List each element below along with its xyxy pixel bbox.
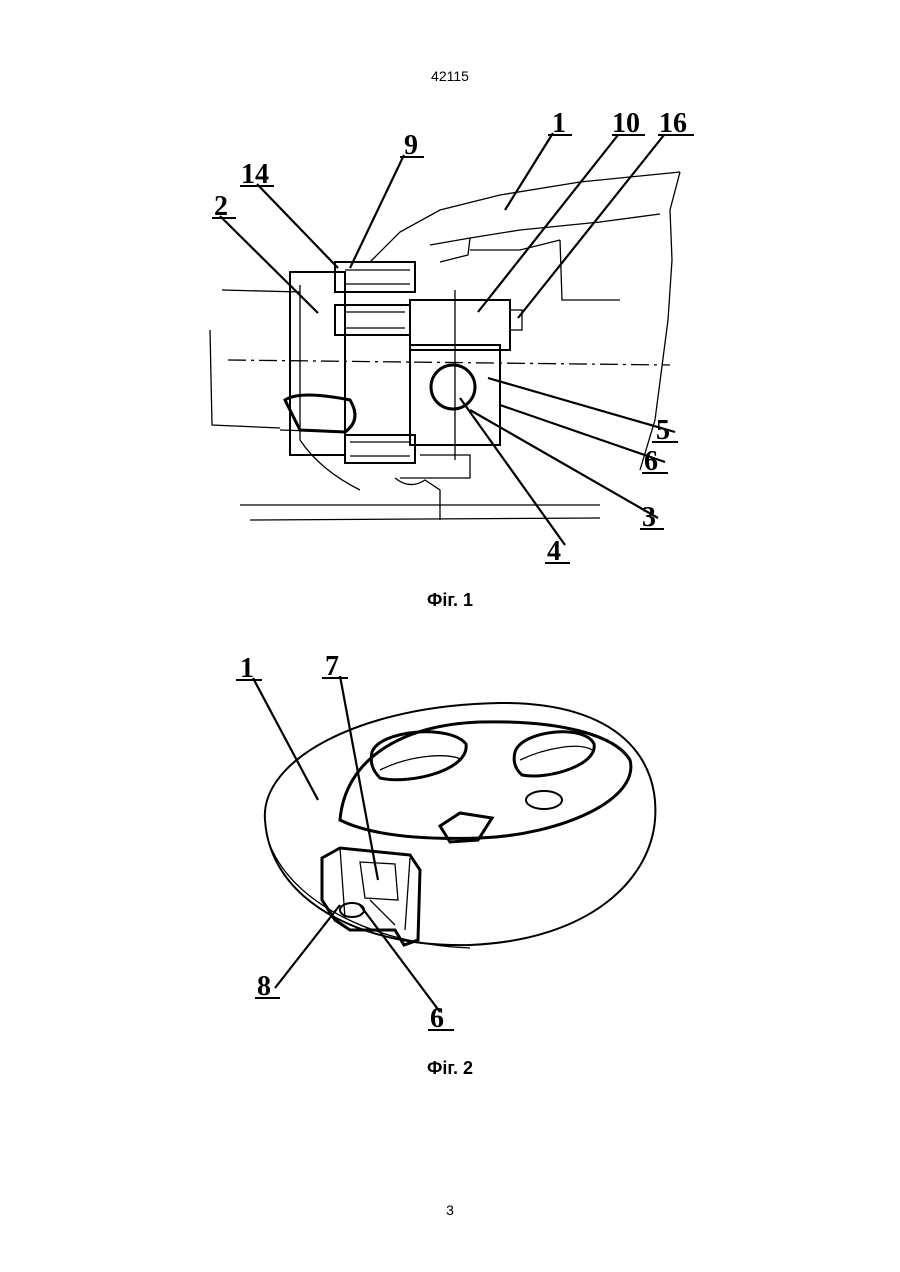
fig1-label-1: 1 xyxy=(552,108,566,139)
fig2-label-1: 1 xyxy=(240,653,254,684)
fig1-label-4: 4 xyxy=(547,536,561,567)
page-number: 3 xyxy=(0,1202,900,1218)
fig1-label-9: 9 xyxy=(404,130,418,161)
fig1-label-3: 3 xyxy=(642,502,656,533)
fig2-label-6: 6 xyxy=(430,1003,444,1034)
fig2-leader-lines xyxy=(253,676,440,1012)
figure-2-caption: Фіг. 2 xyxy=(0,1058,900,1079)
housing-outline xyxy=(370,172,680,470)
fig1-leader-lines xyxy=(220,133,675,545)
fig1-label-16: 16 xyxy=(659,108,687,139)
figure-1-caption: Фіг. 1 xyxy=(0,590,900,611)
fig2-label-7: 7 xyxy=(325,651,339,682)
fig2-label-8: 8 xyxy=(257,971,271,1002)
fig1-label-5: 5 xyxy=(656,415,670,446)
fig1-label-2: 2 xyxy=(214,191,228,222)
fig1-label-14: 14 xyxy=(241,159,269,190)
fig1-label-6: 6 xyxy=(644,446,658,477)
figure-2-drawing xyxy=(265,703,656,948)
fig1-label-10: 10 xyxy=(612,108,640,139)
